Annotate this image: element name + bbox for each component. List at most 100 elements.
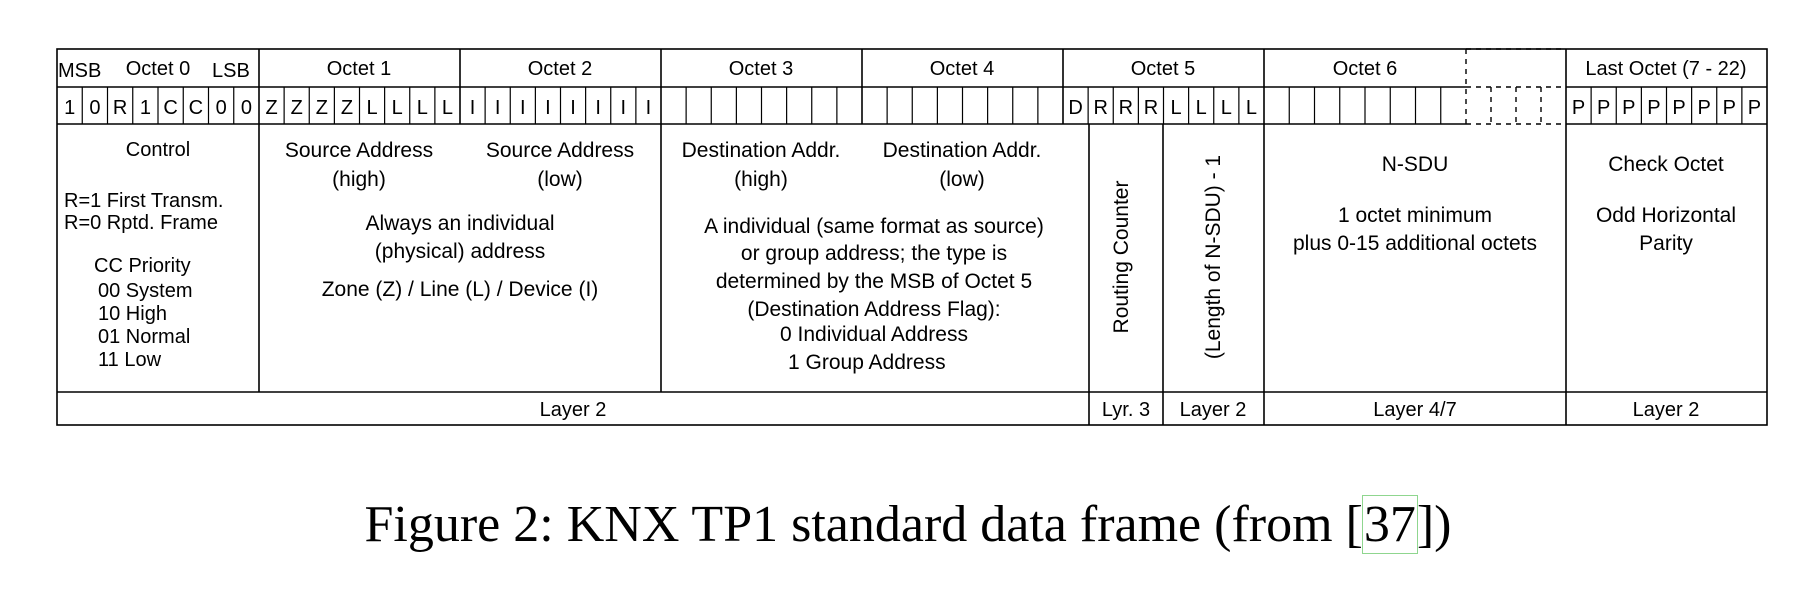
octet-6-label: Octet 6 <box>1333 58 1397 80</box>
nsdu-line-1: 1 octet minimum <box>1338 204 1492 227</box>
nsdu-title: N-SDU <box>1382 153 1449 176</box>
dest-desc-6: 1 Group Address <box>788 351 946 374</box>
dest-desc-2: or group address; the type is <box>741 242 1007 265</box>
length-label: (Length of N-SDU) - 1 <box>1202 155 1225 359</box>
source-high-title: Source Address <box>285 139 433 162</box>
ellipsis-dashed-borders <box>1465 48 1566 125</box>
octet-boundaries <box>258 49 1567 124</box>
bit-octet5-4: L <box>1171 97 1182 119</box>
nsdu-section: N-SDU 1 octet minimum plus 0-15 addition… <box>1293 153 1537 255</box>
control-10: 10 High <box>98 303 167 325</box>
bit-last-6: P <box>1723 97 1736 119</box>
dest-low-sub: (low) <box>939 168 985 191</box>
octet-1-label: Octet 1 <box>327 58 391 80</box>
bit-octet0-4: C <box>163 97 177 119</box>
nsdu-line-2: plus 0-15 additional octets <box>1293 232 1537 255</box>
bit-octet0-0: 1 <box>64 97 75 119</box>
knx-frame-diagram: MSB LSB Octet 0 Octet 1 Octet 2 Octet 3 … <box>56 48 1768 426</box>
bit-last-3: P <box>1647 97 1660 119</box>
bit-octet5-5: L <box>1196 97 1207 119</box>
bit-octet5-7: L <box>1246 97 1257 119</box>
dest-high-title: Destination Addr. <box>682 139 841 162</box>
bit-last-5: P <box>1698 97 1711 119</box>
octet-2-label: Octet 2 <box>528 58 592 80</box>
bit-octet0-1: 0 <box>89 97 100 119</box>
bit-octet0-6: 0 <box>216 97 227 119</box>
bit-octet2-1: I <box>495 97 501 119</box>
bit-octet1-2: Z <box>316 97 328 119</box>
bit-last-0: P <box>1572 97 1585 119</box>
caption-prefix: Figure 2: KNX TP1 standard data frame (f… <box>364 496 1363 553</box>
figure-caption: Figure 2: KNX TP1 standard data frame (f… <box>0 490 1816 560</box>
octet-3-label: Octet 3 <box>729 58 793 80</box>
dest-high-sub: (high) <box>734 168 788 191</box>
frame-border <box>56 48 1768 426</box>
bit-octet1-4: L <box>367 97 378 119</box>
check-line-1: Odd Horizontal <box>1596 204 1736 227</box>
octet-5-label: Octet 5 <box>1131 58 1195 80</box>
bit-last-2: P <box>1622 97 1635 119</box>
bit-octet5-1: R <box>1093 97 1107 119</box>
layer-row: Layer 2 Lyr. 3 Layer 2 Layer 4/7 Layer 2 <box>540 399 1700 421</box>
layer-label-length: Layer 2 <box>1180 399 1247 421</box>
destination-section: Destination Addr. (high) Destination Add… <box>682 139 1044 374</box>
bit-octet2-3: I <box>545 97 551 119</box>
bit-cell-dividers <box>81 87 1743 124</box>
source-section: Source Address (high) Source Address (lo… <box>285 139 634 301</box>
layer-label-check: Layer 2 <box>1633 399 1700 421</box>
bit-last-1: P <box>1597 97 1610 119</box>
octet-0-label: Octet 0 <box>126 58 190 80</box>
bit-octet2-2: I <box>520 97 526 119</box>
control-cc: CC Priority <box>94 255 191 277</box>
control-00: 00 System <box>98 280 192 302</box>
bit-octet1-1: Z <box>291 97 303 119</box>
bit-octet1-6: L <box>417 97 428 119</box>
bit-octet1-0: Z <box>265 97 277 119</box>
layer-label-network: Lyr. 3 <box>1102 399 1150 421</box>
layer-label-data-link: Layer 2 <box>540 399 607 421</box>
bit-last-7: P <box>1748 97 1761 119</box>
bit-octet2-6: I <box>621 97 627 119</box>
caption-suffix: ]) <box>1416 496 1452 553</box>
bit-octet2-4: I <box>570 97 576 119</box>
dest-desc-3: determined by the MSB of Octet 5 <box>716 270 1032 293</box>
check-title: Check Octet <box>1608 153 1724 176</box>
control-title: Control <box>126 139 190 161</box>
source-high-sub: (high) <box>332 168 386 191</box>
source-desc-1: Always an individual <box>365 212 554 235</box>
bit-octet5-0: D <box>1068 97 1082 119</box>
octet-4-label: Octet 4 <box>930 58 994 80</box>
bit-octet0-2: R <box>113 97 127 119</box>
bit-octet5-6: L <box>1221 97 1232 119</box>
control-11: 11 Low <box>98 349 162 371</box>
lsb-label: LSB <box>212 60 250 82</box>
bit-octet2-5: I <box>595 97 601 119</box>
source-desc-2: (physical) address <box>375 240 545 263</box>
bit-octet5-2: R <box>1119 97 1133 119</box>
last-octet-label: Last Octet (7 - 22) <box>1585 58 1746 80</box>
dest-desc-1: A individual (same format as source) <box>704 215 1044 238</box>
citation-link[interactable]: 37 <box>1361 495 1418 554</box>
control-01: 01 Normal <box>98 326 190 348</box>
bit-octet2-7: I <box>646 97 652 119</box>
control-r1: R=1 First Transm. <box>64 190 223 212</box>
source-low-sub: (low) <box>537 168 583 191</box>
bit-octet2-0: I <box>470 97 476 119</box>
bit-octet1-5: L <box>392 97 403 119</box>
dest-desc-4: (Destination Address Flag): <box>747 298 1000 321</box>
control-r0: R=0 Rptd. Frame <box>64 212 218 234</box>
bit-last-4: P <box>1672 97 1685 119</box>
bit-octet5-3: R <box>1144 97 1158 119</box>
dest-desc-5: 0 Individual Address <box>780 323 968 346</box>
dest-low-title: Destination Addr. <box>883 139 1042 162</box>
control-section: Control R=1 First Transm. R=0 Rptd. Fram… <box>64 139 223 371</box>
bit-octet1-3: Z <box>341 97 353 119</box>
check-line-2: Parity <box>1639 232 1693 255</box>
bit-octet0-5: C <box>189 97 203 119</box>
source-desc-3: Zone (Z) / Line (L) / Device (I) <box>322 278 599 301</box>
bit-octet1-7: L <box>442 97 453 119</box>
routing-counter-label: Routing Counter <box>1110 181 1133 334</box>
layer-label-transport: Layer 4/7 <box>1373 399 1456 421</box>
check-section: Check Octet Odd Horizontal Parity <box>1596 153 1736 255</box>
